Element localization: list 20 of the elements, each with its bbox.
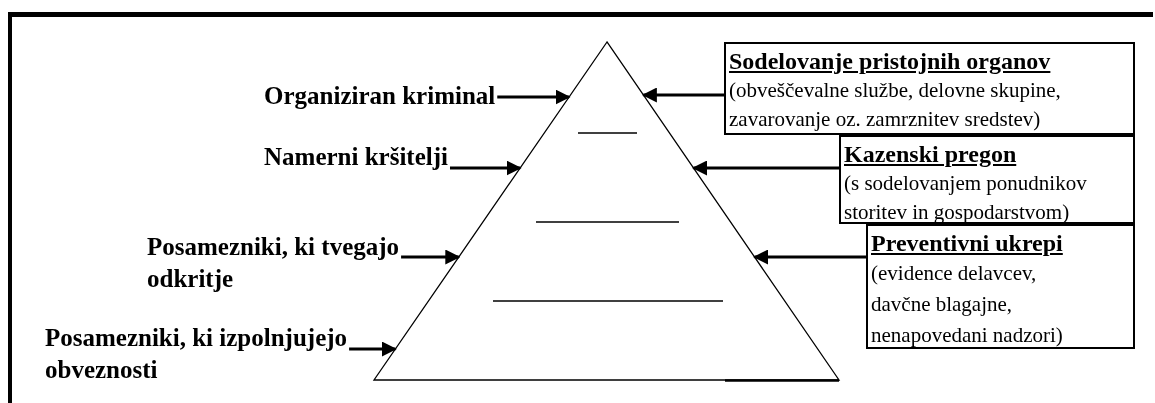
arrow: [497, 89, 571, 105]
level-label: Posamezniki, ki tvegajo odkritje: [147, 231, 429, 295]
level-label: Posamezniki, ki izpolnjujejo obveznosti: [45, 322, 383, 386]
measure-box: [866, 224, 1135, 349]
measure-heading: Kazenski pregon: [844, 140, 1018, 169]
measure-heading: Sodelovanje pristojnih organov: [729, 47, 1052, 76]
measure-description: (evidence delavcev, davčne blagajne, nenapovedani nadzori): [871, 260, 1064, 349]
measure-box: [724, 42, 1135, 135]
level-label: Organiziran kriminal: [264, 80, 524, 112]
measure-heading: Preventivni ukrepi: [871, 229, 1064, 258]
arrow: [450, 160, 522, 176]
arrow: [753, 249, 866, 265]
arrow: [349, 341, 397, 357]
arrow: [692, 160, 839, 176]
level-label: Namerni kršitelji: [264, 141, 474, 173]
arrow: [641, 87, 724, 103]
measure-description: (s sodelovanjem ponudnikov storitev in gospodarstvom): [844, 170, 1088, 226]
arrow: [401, 249, 461, 265]
measure-description: (obveščevalne službe, delovne skupine, zavarovanje oz. zamrznitev sredstev): [729, 77, 1062, 133]
measure-box: [839, 135, 1135, 224]
